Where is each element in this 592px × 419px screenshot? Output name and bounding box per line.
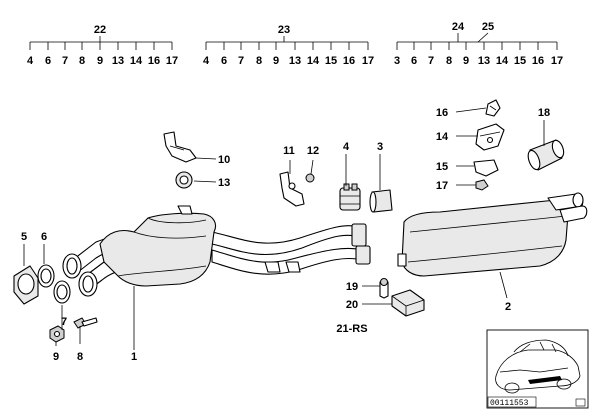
kit-item: 14 [496, 55, 509, 67]
kit-item: 16 [148, 55, 160, 67]
nut-17-part [475, 179, 489, 191]
exhaust-assembly [62, 192, 588, 297]
kit-item: 6 [45, 55, 51, 67]
callout-10: 10 [218, 154, 230, 166]
car-icon [495, 339, 581, 394]
sleeve-part [369, 189, 393, 213]
clamp-part [339, 183, 361, 211]
kit-item: 7 [62, 55, 68, 67]
kit-item: 9 [463, 55, 469, 67]
kit-item: 6 [221, 55, 227, 67]
bolt-part [73, 317, 98, 329]
gasket-part [13, 265, 39, 305]
nut-part [49, 325, 65, 343]
kit-item: 8 [446, 55, 452, 67]
kit-item: 8 [256, 55, 262, 67]
callout-17: 17 [436, 180, 448, 192]
callout-leaders [23, 107, 545, 350]
callout-9: 9 [53, 351, 59, 363]
kit-item: 7 [238, 55, 244, 67]
bracket-14-part [475, 123, 505, 151]
callout-1: 1 [131, 351, 137, 363]
kit-group-23: 23 4 6 7 8 9 13 14 15 16 17 [203, 24, 374, 67]
callout-11: 11 [283, 145, 295, 157]
kit-group-22: 22 4 6 7 8 9 13 14 16 17 [27, 24, 178, 67]
kit-label-25: 25 [482, 21, 494, 33]
callout-13: 13 [218, 177, 230, 189]
callout-14: 14 [436, 131, 449, 143]
callout-2: 2 [505, 301, 511, 313]
kit-item: 4 [27, 55, 34, 67]
car-location-thumbnail: 00111553 [486, 329, 589, 409]
callouts: 5 6 7 9 8 1 10 13 11 12 4 3 16 14 15 17 … [21, 107, 550, 363]
kit-item: 17 [551, 55, 563, 67]
callout-3: 3 [377, 141, 383, 153]
kit-group-24-25: 24 25 3 6 7 8 9 13 14 15 16 17 [394, 21, 563, 67]
kit-item: 15 [514, 55, 526, 67]
sealing-ring-part [37, 264, 55, 288]
kit-item: 17 [362, 55, 374, 67]
tailpipe-trim-part [527, 139, 565, 171]
rubber-mount-part [175, 171, 193, 189]
callout-18: 18 [538, 107, 550, 119]
kit-item: 7 [428, 55, 434, 67]
kit-item: 3 [394, 55, 400, 67]
kit-item: 15 [325, 55, 337, 67]
callout-21-rs: 21-RS [336, 323, 367, 335]
kit-item: 13 [112, 55, 124, 67]
kit-item: 9 [273, 55, 279, 67]
kit-item: 14 [307, 55, 320, 67]
kit-item: 4 [203, 55, 210, 67]
callout-16: 16 [436, 107, 448, 119]
callout-15: 15 [436, 161, 448, 173]
ring-part [53, 280, 71, 304]
bracket-15-part [473, 159, 499, 177]
kit-item: 13 [478, 55, 490, 67]
callout-19: 19 [346, 281, 358, 293]
kit-item: 9 [97, 55, 103, 67]
kit-item: 14 [130, 55, 143, 67]
callout-8: 8 [77, 351, 83, 363]
kit-item: 17 [166, 55, 178, 67]
callout-7: 7 [61, 316, 67, 328]
kit-item: 6 [411, 55, 417, 67]
callout-12: 12 [307, 145, 319, 157]
rubber-bracket-20-part [391, 289, 425, 317]
clip-16-part [485, 99, 501, 117]
callout-5: 5 [21, 231, 27, 243]
screw-12-part [305, 173, 315, 183]
callout-20: 20 [346, 299, 358, 311]
kit-label-24: 24 [452, 21, 465, 33]
screw-19-part [379, 278, 389, 299]
kit-item: 8 [79, 55, 85, 67]
callout-6: 6 [41, 231, 47, 243]
holder-11-part [279, 171, 305, 207]
kit-item: 16 [532, 55, 544, 67]
bracket-10-part [163, 131, 197, 163]
kit-label-22: 22 [94, 24, 106, 36]
kit-item: 16 [343, 55, 355, 67]
kit-item: 13 [289, 55, 301, 67]
kit-label-23: 23 [278, 24, 290, 36]
callout-4: 4 [343, 141, 350, 153]
catalog-number: 00111553 [490, 399, 529, 408]
